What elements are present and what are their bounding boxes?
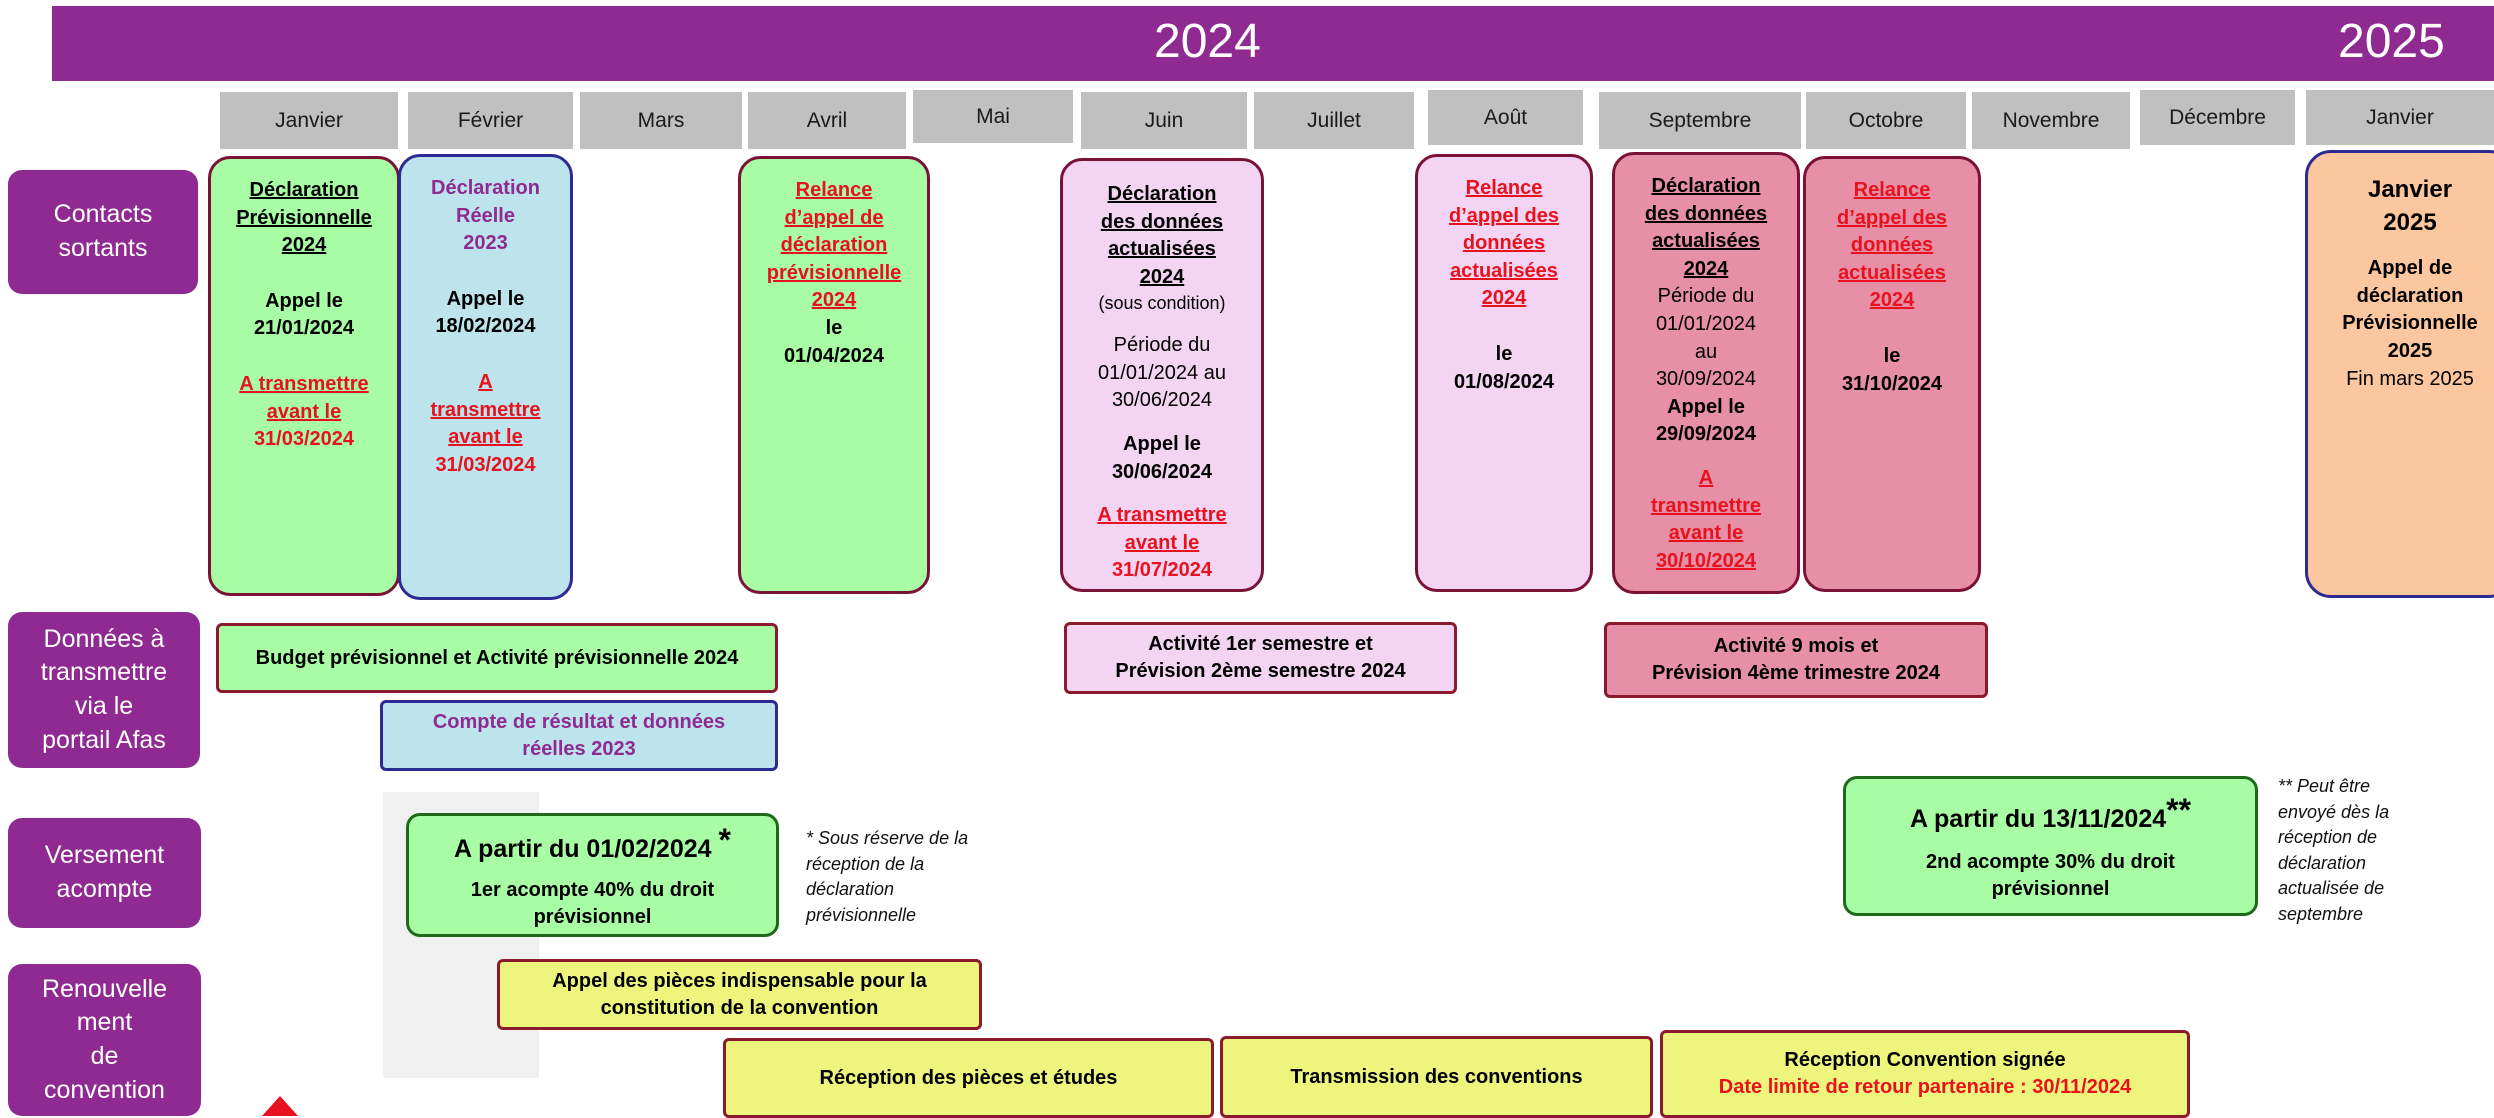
month-janvier: Janvier xyxy=(220,92,398,149)
card-declaration-reelle: Déclaration Réelle 2023 Appel le 18/02/2… xyxy=(398,154,573,600)
year-2025-label: 2025 xyxy=(2338,15,2445,68)
month-novembre: Novembre xyxy=(1972,92,2130,149)
month-juin: Juin xyxy=(1081,92,1247,149)
bar-activite-1er-semestre: Activité 1er semestre et Prévision 2ème … xyxy=(1064,622,1457,694)
card-declaration-actualisees-septembre: Déclaration des données actualisées 2024… xyxy=(1612,152,1800,594)
month-mai: Mai xyxy=(913,90,1073,143)
card-relance-actualisees-octobre: Relance d’appel des données actualisées … xyxy=(1803,156,1981,592)
bar-compte-resultat: Compte de résultat et données réelles 20… xyxy=(380,700,778,771)
month-juillet: Juillet xyxy=(1254,92,1414,149)
box-premier-acompte: A partir du 01/02/2024 * 1er acompte 40%… xyxy=(406,813,779,937)
card-janvier-2025: Janvier 2025 Appel de déclaration Prévis… xyxy=(2305,150,2494,598)
month-avril: Avril xyxy=(748,92,906,149)
note-peut-etre-envoye: ** Peut être envoyé dès la réception de … xyxy=(2278,776,2390,924)
box-second-acompte: A partir du 13/11/2024** 2nd acompte 30%… xyxy=(1843,776,2258,916)
bar-reception-pieces: Réception des pièces et études xyxy=(723,1038,1214,1118)
month-fevrier: Février xyxy=(408,92,573,149)
month-septembre: Septembre xyxy=(1599,92,1801,149)
card-relance-actualisees-aout: Relance d’appel des données actualisées … xyxy=(1415,154,1593,592)
month-aout: Août xyxy=(1428,90,1583,145)
card-relance-previsionnelle: Relance d’appel de déclaration prévision… xyxy=(738,156,930,594)
bar-transmission-conventions: Transmission des conventions xyxy=(1220,1036,1653,1118)
bar-appel-pieces: Appel des pièces indispensable pour la c… xyxy=(497,959,982,1030)
bar-reception-convention-signee: Réception Convention signée Date limite … xyxy=(1660,1030,2190,1118)
warning-marker-icon xyxy=(262,1096,298,1116)
bar-budget-previsionnel: Budget prévisionnel et Activité prévisio… xyxy=(216,623,778,693)
card-declaration-previsionnelle: Déclaration Prévisionnelle 2024 Appel le… xyxy=(208,156,400,596)
month-janvier-2025: Janvier xyxy=(2306,90,2494,145)
month-decembre: Décembre xyxy=(2140,90,2295,145)
year-2024-label: 2024 xyxy=(1154,15,1261,68)
month-octobre: Octobre xyxy=(1806,92,1966,149)
month-mars: Mars xyxy=(580,92,742,149)
note-sous-reserve: * Sous réserve de la réception de la déc… xyxy=(806,828,969,925)
bar-activite-9-mois: Activité 9 mois et Prévision 4ème trimes… xyxy=(1604,622,1988,698)
year-banner: 2024 2025 xyxy=(52,6,2494,81)
card-declaration-actualisees-juin: Déclaration des données actualisées 2024… xyxy=(1060,158,1264,592)
